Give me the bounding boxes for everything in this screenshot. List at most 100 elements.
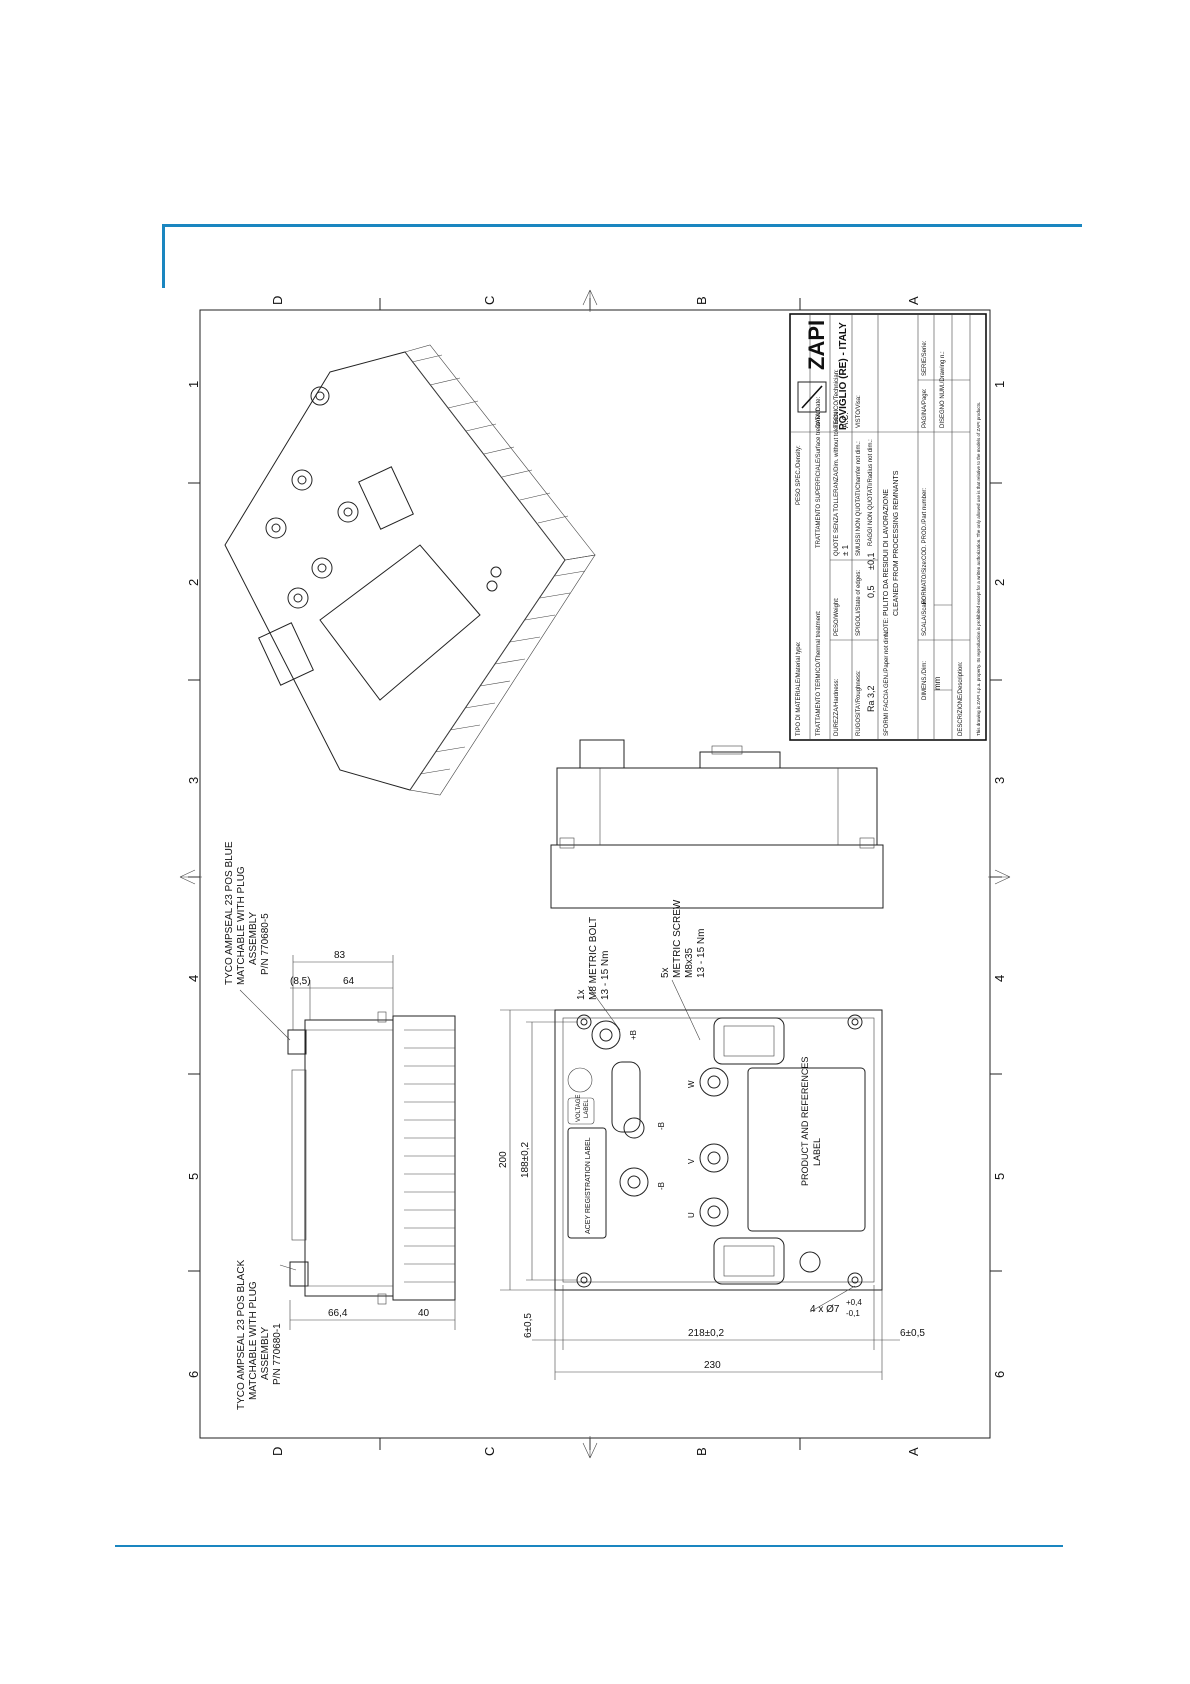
title-block: [789, 313, 987, 741]
bolt-callout-line1: 1x: [576, 989, 587, 1000]
iso-terminals: [265, 386, 502, 609]
dim-front-6-left: 6±0,5: [523, 1313, 534, 1338]
tb-copyright: This drawing is ZAPI s.p.a. property. It…: [976, 402, 981, 736]
terminal-v: V: [687, 1158, 696, 1164]
sheet-border: [199, 309, 991, 1439]
screw-callout-line2: METRIC SCREW: [672, 899, 683, 978]
zone-letter-top-d: D: [270, 296, 285, 305]
tb-roughness: RUGOSITA'/Roughness:: [856, 670, 862, 736]
front-connector-bottom: [713, 1237, 785, 1285]
tb-description: DESCRIZIONE/Description:: [958, 661, 964, 736]
zapi-logo-mark: [797, 381, 827, 413]
zone-letter-bottom-d: D: [270, 1447, 285, 1456]
zone-number-right-3: 3: [992, 777, 1007, 784]
tb-edges: SPIGOLI/State of edges:: [856, 570, 862, 636]
dim-side-40: 40: [418, 1308, 430, 1319]
zone-number-right-1: 1: [992, 381, 1007, 388]
iso-connector-bottom: [258, 622, 314, 686]
screw-callout-line1: 5x: [660, 967, 671, 978]
terminal-w: W: [687, 1080, 696, 1088]
tb-roughness-value: Ra 3,2: [866, 685, 876, 712]
front-connector-top: [713, 1017, 785, 1065]
tb-edges-a: 0,5: [866, 585, 876, 598]
callout-blue-connector-line4: P/N 770680-5: [260, 913, 271, 975]
tb-notes-label: NOTE:: [884, 617, 890, 636]
tb-radius: RAGGI NON QUOTATI/Radius not dim.:: [868, 439, 874, 546]
brand-logo: ZAPI: [804, 320, 829, 370]
top-view-terminal-block: [579, 739, 625, 769]
zone-number-left-3: 3: [186, 777, 201, 784]
tb-material: TIPO DI MATERIALE/Material type:: [796, 641, 802, 736]
tb-surface: TRATTAMENTO SUPERFICIALE/Surface treatme…: [816, 408, 822, 548]
callout-black-connector-line3: ASSEMBLY: [260, 1327, 271, 1380]
tb-chamfer: SMUSSI NON QUOTATI/Chamfer not dim.:: [856, 441, 862, 556]
product-label-line1: PRODUCT AND REFERENCES: [800, 1057, 810, 1186]
iso-connector-top: [358, 466, 414, 530]
header-rule-vertical: [162, 224, 165, 288]
callout-black-connector-line4: P/N 770680-1: [272, 1323, 283, 1385]
dim-front-230: 230: [704, 1360, 721, 1371]
tb-hardness: DUREZZA/Hardness:: [834, 678, 840, 736]
tb-density: PESO SPEC./Density:: [796, 445, 802, 505]
dim-side-8-5: (8,5): [290, 976, 311, 987]
zone-letter-top-b: B: [694, 296, 709, 305]
front-view: [554, 1009, 883, 1291]
dim-holes-lower-tol: -0,1: [846, 1309, 860, 1318]
dim-holes-upper-tol: +0,4: [846, 1298, 862, 1307]
tb-format: FORMATO/Size:: [922, 559, 928, 604]
zone-letter-bottom-a: A: [906, 1447, 921, 1456]
tb-technician: TECNICO/Technician:: [834, 369, 840, 428]
dim-side-66-4: 66,4: [328, 1308, 348, 1319]
tb-part-number: COD. PROD./Part number:: [922, 488, 928, 560]
tb-dimens-value: mm: [933, 676, 942, 690]
centring-marks: [179, 289, 1011, 1459]
dim-side-83: 83: [334, 950, 346, 961]
callout-blue-connector-line1: TYCO AMPSEAL 23 POS BLUE: [224, 841, 235, 985]
tb-scale: SCALA/Scale:: [922, 598, 928, 636]
screw-callout-line4: 13 - 15 Nm: [696, 929, 707, 978]
header-rule-horizontal: [162, 224, 1082, 227]
tb-series: SERIE/Serie:: [922, 340, 928, 376]
terminal-plus-b: +B: [629, 1030, 638, 1040]
side-view: [287, 1011, 456, 1305]
side-view-dimension-lines: [289, 955, 456, 1330]
zone-letter-top-c: C: [482, 296, 497, 305]
zone-letter-bottom-b: B: [694, 1447, 709, 1456]
busbar: [611, 1061, 641, 1133]
voltage-label-line1: VOLTAGE: [576, 1095, 582, 1122]
isometric-view: [224, 344, 596, 796]
tb-visto: VISTO/Visa:: [856, 395, 862, 428]
zone-number-left-5: 5: [186, 1173, 201, 1180]
zone-number-right-6: 6: [992, 1371, 1007, 1378]
zone-number-right-5: 5: [992, 1173, 1007, 1180]
tb-notes-line2: CLEANED FROM PROCESSING REMNANTS: [893, 470, 900, 616]
zone-number-left-1: 1: [186, 381, 201, 388]
zone-number-left-6: 6: [186, 1371, 201, 1378]
screw-callout-line3: M8x35: [684, 948, 695, 978]
dim-holes: 4 x Ø7: [810, 1304, 840, 1315]
tb-date: DATA/Date:: [816, 397, 822, 428]
top-view-connector: [699, 751, 781, 769]
power-terminals: [591, 1020, 821, 1273]
zone-number-left-2: 2: [186, 579, 201, 586]
side-view-fins: [404, 1029, 455, 1283]
tb-edges-b: ±0,1: [866, 553, 876, 570]
callout-black-connector-line1: TYCO AMPSEAL 23 POS BLACK: [236, 1259, 247, 1410]
footer-rule: [115, 1545, 1063, 1547]
zone-letter-bottom-c: C: [482, 1447, 497, 1456]
tb-notes-line1: PULITO DA RESIDUI DI LAVORAZIONE: [883, 489, 890, 616]
tb-page: PAGINA/Page:: [922, 388, 928, 428]
zone-number-right-4: 4: [992, 975, 1007, 982]
product-label-line2: LABEL: [812, 1138, 822, 1166]
tb-technician-value: A.C.: [841, 412, 850, 428]
product-label-area: [747, 1067, 866, 1232]
voltage-label-area: [567, 1097, 595, 1125]
dim-side-64: 64: [343, 976, 355, 987]
tb-weight: PESO/Weight:: [834, 597, 840, 636]
tb-tolerance-value: ± 1: [841, 544, 850, 556]
terminal-minus-b-top: -B: [657, 1122, 666, 1130]
dim-front-218: 218±0,2: [688, 1328, 725, 1339]
top-view: [550, 739, 884, 909]
tb-tolerance: QUOTE SENZA TOLLERANZA/Dim. without tole…: [834, 410, 840, 556]
